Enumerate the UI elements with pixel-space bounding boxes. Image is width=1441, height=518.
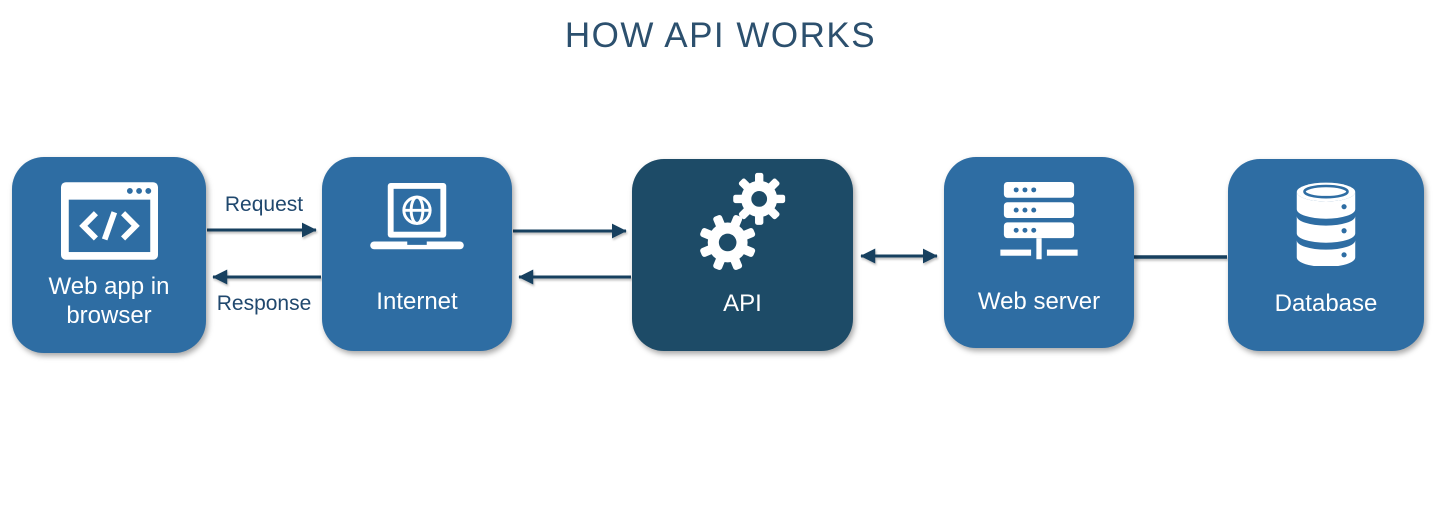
node-label: Database [1274,289,1378,317]
code-window-icon [12,169,206,273]
node-web-app: Web app in browser [12,157,206,353]
node-label: API [723,289,762,317]
gears-icon [632,171,853,275]
node-api: API [632,159,853,351]
node-web-server: Web server [944,157,1134,348]
request-label: Request [224,193,304,216]
response-label: Response [216,292,312,315]
diagram-title: HOW API WORKS [564,16,877,55]
node-label: Internet [376,287,458,315]
node-internet: Internet [322,157,512,351]
server-stack-icon [944,169,1134,273]
node-label: Web app in browser [48,273,170,329]
node-database: Database [1228,159,1424,351]
laptop-globe-icon [322,169,512,273]
node-label: Web server [977,287,1101,315]
database-icon [1228,171,1424,275]
